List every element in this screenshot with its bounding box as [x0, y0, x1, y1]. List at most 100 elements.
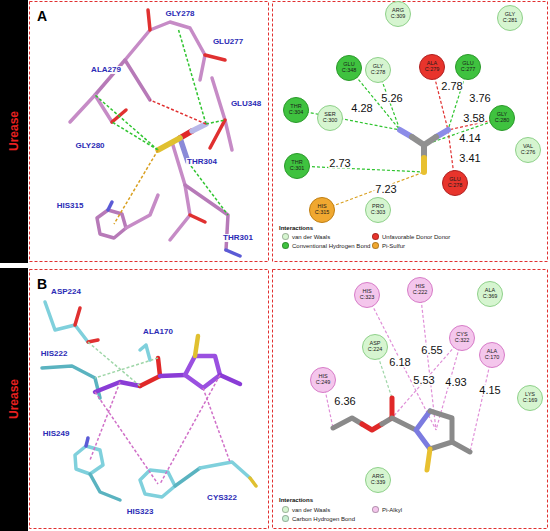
distance-label: 6.18 — [388, 357, 411, 368]
legend-swatch — [282, 506, 289, 513]
residue-name: GLY C:281 — [501, 12, 519, 24]
distance-label: 4.93 — [444, 377, 467, 388]
legend-entry: Unfavorable Donor Donor — [372, 233, 450, 240]
residue-name: ALA C:170 — [483, 349, 501, 361]
residue-name: ARG C:309 — [389, 8, 407, 20]
residue-label: THR301 — [222, 234, 254, 242]
residue-stick — [45, 302, 88, 342]
residue-label: ALA279 — [90, 66, 122, 74]
panel-title: Urease — [8, 378, 20, 420]
ligand-bond — [427, 449, 430, 470]
oxygen-stick — [205, 55, 225, 60]
interaction-dashes — [95, 28, 228, 224]
ligand-bond — [452, 442, 470, 452]
residue-name: GLY C:280 — [493, 112, 511, 124]
residue-name: GLU C:277 — [459, 61, 477, 73]
distance-label: 2.78 — [440, 81, 463, 92]
ligand-2d — [400, 130, 448, 172]
distance-label: 5.53 — [412, 375, 435, 386]
ligand-2d — [333, 398, 470, 470]
residue-label: CYS322 — [206, 494, 238, 502]
ligand-bond — [140, 376, 160, 386]
ligand-sticks — [95, 336, 240, 392]
ligand-ring — [185, 356, 220, 388]
oxygen-stick — [88, 340, 98, 342]
residue-disc: ALA C:369 — [477, 281, 503, 307]
legend-swatch — [372, 506, 379, 513]
pi-alkyl-dash — [95, 392, 158, 484]
residue-name: ALA C:279 — [423, 61, 441, 73]
panel-letter: A — [36, 9, 48, 23]
hbond-dash — [206, 120, 225, 124]
residue-label: HIS315 — [56, 202, 85, 210]
legend-text: Pi-Sulfur — [382, 243, 405, 249]
distance-label: 2.73 — [328, 158, 351, 169]
residue-disc: GLU C:277 — [455, 54, 481, 80]
side-bar — [0, 268, 28, 531]
residue-name: ALA C:369 — [481, 288, 499, 300]
legend-swatch — [282, 242, 289, 249]
sulfur-stick — [250, 478, 256, 486]
ligand-sticks — [158, 124, 206, 162]
residue-disc: VAL C:276 — [515, 137, 541, 163]
side-bar — [0, 0, 28, 263]
residue-name: THR C:301 — [288, 160, 306, 172]
nitrogen-stick — [108, 202, 112, 210]
legend-text: Unfavorable Donor Donor — [382, 234, 450, 240]
legend-text: van der Waals — [292, 507, 330, 513]
residue-label: GLU348 — [230, 100, 262, 108]
residue-name: GLU C:348 — [340, 62, 358, 74]
residue-label: GLY280 — [74, 142, 105, 150]
legend-entry: van der Waals — [282, 233, 330, 240]
residue-disc: PRO C:303 — [365, 197, 391, 223]
residue-disc: ARG C:339 — [365, 467, 391, 493]
ligand-bond — [421, 158, 427, 172]
oxygen-stick — [190, 215, 205, 222]
carbon-hbond-dash — [88, 342, 140, 386]
distance-label: 6.55 — [420, 345, 443, 356]
ligand-bond — [220, 375, 240, 384]
residue-disc: GLY C:280 — [489, 105, 515, 131]
residue-name: GLY C:278 — [369, 64, 387, 76]
residue-stick — [175, 468, 200, 486]
ligand-bond — [362, 424, 382, 430]
panel-letter: B — [36, 277, 48, 291]
residue-stick — [200, 462, 250, 478]
ligand-bond — [195, 336, 198, 356]
residue-name: HIS C:323 — [358, 289, 376, 301]
distance-label: 4.14 — [458, 133, 481, 144]
residue-name: HIS C:315 — [313, 204, 331, 216]
residue-label: HIS249 — [42, 430, 71, 438]
residue-disc: HIS C:222 — [407, 277, 433, 303]
residue-disc: GLY C:278 — [365, 57, 391, 83]
residue-stick — [42, 366, 100, 398]
residue-disc: HIS C:315 — [309, 197, 335, 223]
residue-label: THR304 — [186, 158, 218, 166]
legend-text: van der Waals — [292, 234, 330, 240]
legend-text: Conventional Hydrogen Bond — [292, 243, 370, 249]
residue-name: PRO C:303 — [369, 204, 387, 216]
pi-alkyl-dash — [367, 295, 436, 430]
residue-name: GLU C:278 — [446, 177, 464, 189]
residue-disc: CYS C:322 — [449, 325, 475, 351]
residue-label: HIS222 — [40, 350, 69, 358]
hbond-dash — [188, 162, 228, 215]
hbond-dash — [178, 28, 206, 124]
residue-label: ASP224 — [50, 288, 82, 296]
residue-disc: ALA C:170 — [479, 342, 505, 368]
residue-disc: ARG C:309 — [385, 1, 411, 27]
residue-disc: HIS C:249 — [310, 367, 336, 393]
oxygen-stick — [148, 10, 150, 30]
pi-alkyl-dash — [203, 388, 230, 462]
distance-label: 6.36 — [333, 396, 356, 407]
nitrogen-stick — [86, 438, 88, 446]
unfavorable-dash — [150, 100, 206, 124]
ligand-bond — [333, 418, 362, 428]
protein-sticks — [70, 10, 240, 256]
residue-disc: ALA C:279 — [419, 54, 445, 80]
legend-swatch — [372, 233, 379, 240]
residue-disc: HIS C:323 — [354, 282, 380, 308]
panel-border — [273, 2, 548, 262]
residue-disc: SER C:300 — [317, 105, 343, 131]
